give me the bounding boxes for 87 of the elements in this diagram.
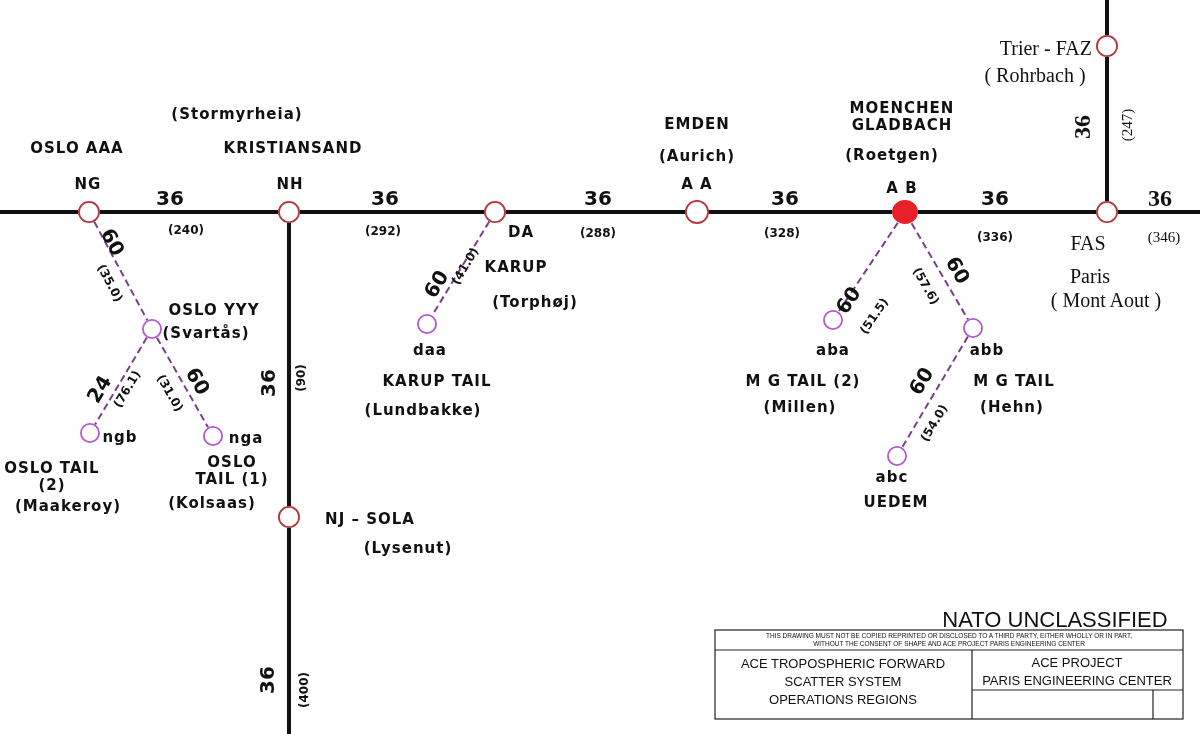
title-block-text: OPERATIONS REGIONS	[769, 692, 917, 706]
station-label: Paris	[1070, 265, 1110, 287]
capacity-label: 36	[371, 188, 399, 208]
station-label: NH	[276, 175, 304, 193]
distance-label: (247)	[1119, 108, 1135, 142]
station-label: (Millen)	[763, 398, 837, 416]
distance-label: (336)	[977, 231, 1013, 243]
capacity-label: 60	[942, 252, 974, 288]
link-line	[100, 210, 278, 214]
station-label: (Torphøj)	[492, 293, 578, 311]
dashed-link-line	[910, 222, 969, 321]
station-label: UEDEM	[863, 493, 929, 511]
link-line	[0, 210, 78, 214]
station-label: NG	[74, 175, 102, 193]
capacity-label: 36	[981, 188, 1009, 208]
station-label: (Hehn)	[980, 398, 1044, 416]
title-block-text: SCATTER SYSTEM	[784, 674, 902, 688]
station-label: abc	[875, 468, 909, 486]
distance-label: (288)	[580, 227, 616, 239]
station-label: A B	[886, 179, 918, 197]
capacity-label: 36	[1070, 115, 1094, 139]
capacity-label: 60	[905, 363, 937, 399]
station-label: (Lysenut)	[363, 539, 453, 557]
distance-label: (328)	[764, 227, 800, 239]
station-label: (Aurich)	[658, 147, 736, 165]
station-label: (Lundbakke)	[364, 401, 482, 419]
classification-label: NATO UNCLASSIFIED	[942, 609, 1168, 631]
station-label: (Roetgen)	[845, 146, 939, 164]
station-label: FAS	[1070, 232, 1106, 254]
station-label: OSLO AAA	[30, 139, 124, 157]
dashed-link-line	[901, 335, 969, 449]
station-label: nga	[228, 429, 264, 447]
capacity-label: 36	[258, 369, 278, 397]
station-label: EMDEN	[664, 115, 730, 133]
station-label: KARUP	[484, 258, 548, 276]
distance-label: (400)	[298, 672, 310, 708]
capacity-label: 60	[182, 363, 214, 399]
station-label: abb	[969, 341, 1005, 359]
station-label: M G TAIL (2)	[745, 372, 861, 390]
station-label: DA	[507, 223, 535, 241]
distance-label: (292)	[365, 225, 401, 237]
title-block-text: ACE TROPOSPHERIC FORWARD	[740, 656, 946, 670]
station-label: (Svartås)	[162, 324, 250, 342]
station-label: ngb	[102, 428, 138, 446]
link-line	[506, 210, 685, 214]
title-block-text: ACE PROJECT	[1031, 655, 1123, 669]
station-label: (Stormyrheia)	[171, 105, 303, 123]
link-line	[287, 223, 291, 506]
capacity-label: 60	[831, 282, 865, 318]
link-line	[1105, 0, 1109, 35]
title-block-text: PARIS ENGINEERING CENTER	[982, 673, 1172, 687]
station-label: aba	[816, 341, 850, 359]
link-line	[287, 528, 291, 734]
station-label: OSLO YYY	[168, 301, 260, 319]
station-label: (Kolsaas)	[168, 494, 256, 512]
station-label: OSLO TAIL (2)	[3, 459, 101, 493]
link-line	[918, 210, 1096, 214]
capacity-label: 36	[156, 188, 184, 208]
link-line	[1105, 57, 1109, 201]
station-label: NJ – SOLA	[325, 510, 415, 528]
station-label: Trier - FAZ	[999, 37, 1092, 59]
dashed-link-line	[837, 221, 899, 313]
distance-label: (90)	[295, 364, 307, 392]
capacity-label: 36	[771, 188, 799, 208]
station-label: KARUP TAIL	[382, 372, 492, 390]
capacity-label: 60	[97, 225, 129, 259]
link-line	[709, 210, 892, 214]
station-label: daa	[413, 341, 447, 359]
station-label: M G TAIL	[973, 372, 1055, 390]
link-line	[1118, 210, 1200, 214]
station-label: OSLO TAIL (1)	[194, 453, 270, 487]
station-label: MOENCHEN GLADBACH	[848, 99, 956, 133]
station-label: (Maakeroy)	[14, 497, 122, 515]
dashed-link-line	[94, 336, 148, 426]
station-label: A A	[681, 175, 713, 193]
station-label: ( Rohrbach )	[984, 64, 1086, 86]
capacity-label: 60	[420, 266, 452, 302]
station-label: ( Mont Aout )	[1050, 289, 1162, 311]
capacity-label: 36	[257, 666, 277, 694]
distance-label: (240)	[168, 224, 204, 236]
capacity-label: 36	[584, 188, 612, 208]
dashed-link-line	[93, 220, 149, 322]
station-label: KRISTIANSAND	[223, 139, 363, 157]
dashed-link-line	[155, 336, 210, 429]
link-line	[300, 210, 484, 214]
capacity-label: 36	[1148, 186, 1172, 210]
distance-label: (346)	[1147, 229, 1181, 245]
